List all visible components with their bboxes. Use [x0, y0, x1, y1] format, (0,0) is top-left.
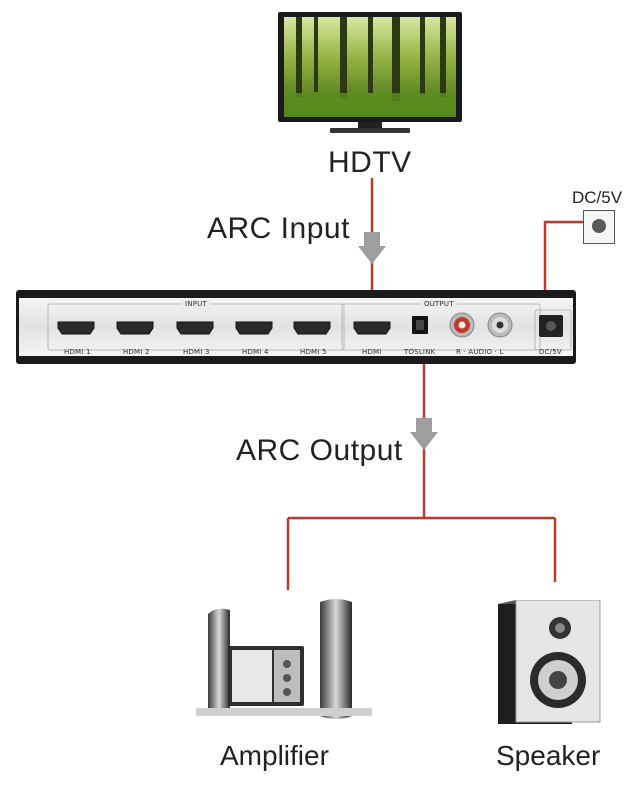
port-label-hdmi-1: HDMI 1 [64, 348, 91, 356]
port-label-dc: DC/5V [539, 348, 562, 356]
port-label-hdmi-5: HDMI 5 [300, 348, 327, 356]
input-group-label: INPUT [182, 300, 210, 308]
amplifier-label: Amplifier [220, 740, 329, 771]
port-label-audio: R · AUDIO · L [456, 348, 504, 356]
port-label-toslink: TOSLINK [404, 348, 436, 356]
hdtv-image [270, 8, 470, 138]
arc-input-arrow [358, 232, 386, 264]
dc-jack-dot [592, 219, 606, 233]
arc-output-label: ARC Output [236, 434, 403, 467]
dc-jack [583, 210, 615, 244]
arc-output-arrow [410, 418, 438, 450]
port-label-hdmi-2: HDMI 2 [123, 348, 150, 356]
output-group-label: OUTPUT [421, 300, 457, 308]
hdtv-label: HDTV [328, 146, 412, 179]
speaker-label: Speaker [496, 740, 601, 771]
arc-switch-device: INPUT OUTPUT HDMI 1 HDMI 2 HDMI 3 HDMI 4… [16, 290, 576, 364]
amplifier-image [196, 596, 376, 726]
arc-input-label: ARC Input [207, 212, 350, 245]
speaker-image [498, 599, 602, 726]
port-label-hdmi-3: HDMI 3 [183, 348, 210, 356]
dc-label: DC/5V [572, 188, 623, 207]
port-label-hdmi-4: HDMI 4 [242, 348, 269, 356]
port-label-out-hdmi: HDMI [362, 348, 382, 356]
